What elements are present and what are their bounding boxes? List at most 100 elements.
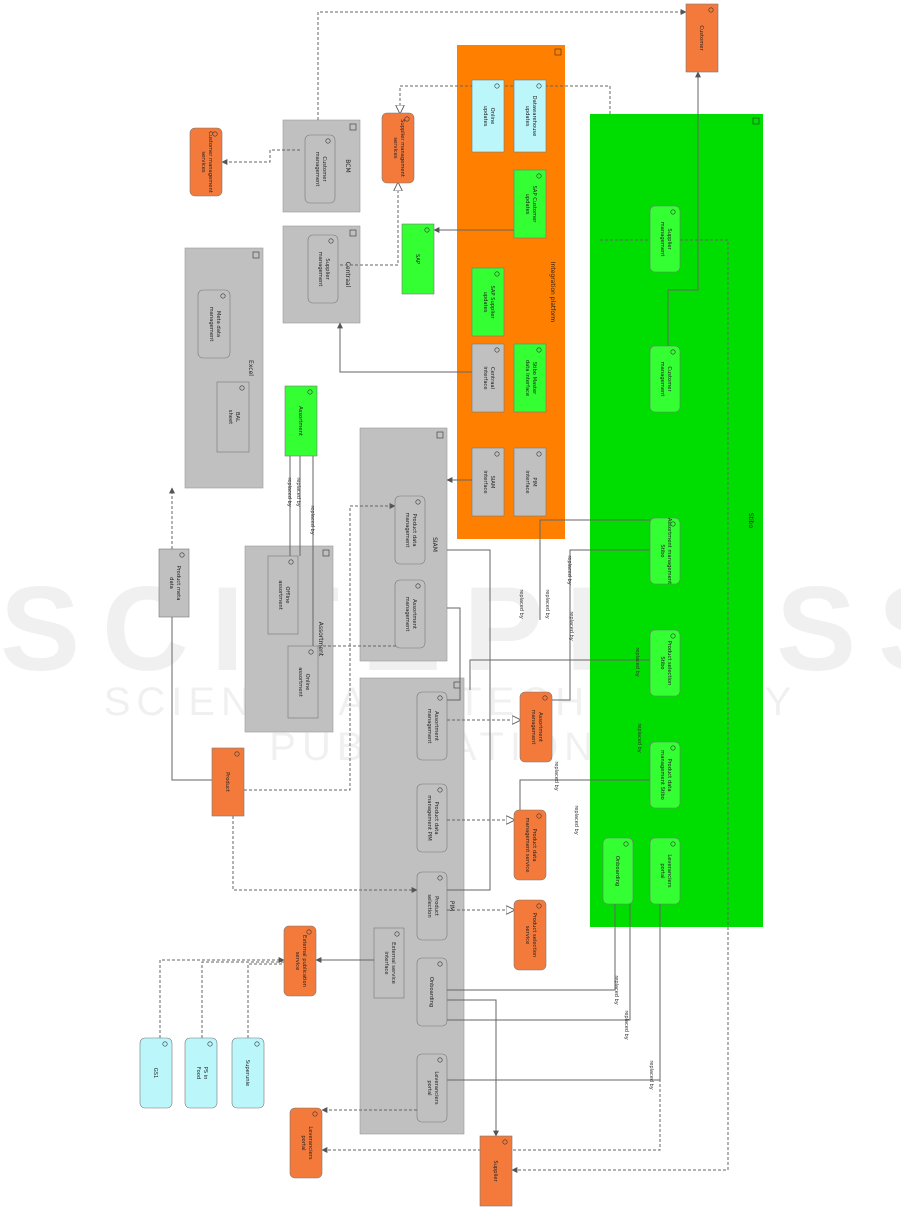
- connector: [447, 607, 461, 701]
- node-label: Stibo Masterdata interface: [524, 360, 537, 396]
- node-cen-sm: Suppliermanagement: [307, 234, 339, 304]
- node-pmd: Product metadata: [158, 548, 190, 618]
- element-icon: [670, 209, 676, 215]
- node-label: Supplier managementservices: [392, 119, 405, 177]
- node-label: BALsheet: [227, 410, 240, 424]
- node-label: Onlineupdates: [482, 106, 495, 127]
- edge-label-replaced-by: replaced by: [295, 477, 301, 506]
- node-stibo-master: Stibo Masterdata interface: [513, 343, 547, 413]
- element-icon: [494, 83, 500, 89]
- node-product: Product: [211, 747, 245, 817]
- node-label: Product datamanagement Stibo: [659, 750, 672, 800]
- element-icon: [437, 787, 443, 793]
- node-label: Product datamanagement PIM: [426, 795, 439, 841]
- connector: [337, 322, 472, 373]
- node-st-onb: Onboarding: [602, 837, 634, 905]
- element-icon: [404, 116, 410, 122]
- node-label: Customermanagement: [659, 362, 672, 397]
- node-gs1: GS1: [139, 1037, 173, 1109]
- node-assortment-obj: Assortment: [284, 385, 318, 457]
- element-icon: [234, 751, 240, 757]
- node-label: Datawarehouseupdates: [524, 96, 537, 137]
- node-label: Productselection: [426, 894, 439, 917]
- edge-label-replaced-by: replaced by: [518, 589, 524, 618]
- node-ps-food: PS inFood: [184, 1037, 218, 1109]
- node-label: Product datamanagement service: [524, 818, 537, 873]
- container-label-integration: Integration platform: [549, 262, 556, 323]
- element-icon: [308, 649, 314, 655]
- node-label: Onboarding: [614, 856, 620, 886]
- element-icon: [670, 745, 676, 751]
- node-lp-svc: Leveranciersportal: [289, 1107, 323, 1179]
- element-icon: [207, 1041, 213, 1047]
- node-sap: SAP: [401, 223, 435, 295]
- edge-label-replaced-by: replaced by: [553, 761, 559, 790]
- element-icon: [306, 929, 312, 935]
- node-label: Customer managementservices: [200, 131, 213, 193]
- element-icon: [536, 173, 542, 179]
- connector: [232, 816, 418, 893]
- node-bcm-cm: Customermanagement: [304, 134, 336, 204]
- connector: [221, 149, 300, 165]
- node-label: Assortmentmanagement: [530, 710, 543, 745]
- connector: [247, 963, 284, 1038]
- connector: [201, 961, 284, 1038]
- container-label-assortment-grp: Assortment: [317, 622, 324, 657]
- node-label: Customer: [698, 25, 704, 51]
- node-pim-lp: Leveranciersportal: [416, 1053, 448, 1123]
- node-pim-pdm: Product datamanagement PIM: [416, 783, 448, 853]
- node-pim-ext-if: External serviceinterface: [373, 927, 405, 999]
- node-supplier: Supplier: [479, 1135, 513, 1207]
- element-icon: [254, 1041, 260, 1047]
- connector: [552, 549, 650, 701]
- element-icon: [220, 293, 226, 299]
- element-icon: [670, 633, 676, 639]
- node-offline-ass: Offlineassortment: [267, 555, 299, 635]
- element-icon: [494, 271, 500, 277]
- connector: [447, 904, 661, 1081]
- node-online-upd: Onlineupdates: [471, 79, 505, 153]
- element-icon: [536, 903, 542, 909]
- node-ext-pub: External publicationservice: [283, 925, 317, 997]
- node-label: SIAMinterface: [482, 470, 495, 493]
- node-centraal-if: Centraalinterface: [471, 343, 505, 413]
- element-icon: [415, 499, 421, 505]
- node-meta-mgmt: Meta datamanagement: [197, 289, 231, 359]
- element-icon: [437, 1057, 443, 1063]
- node-st-lp: Leveranciersportal: [649, 837, 681, 905]
- node-label: Product: [224, 772, 230, 792]
- connector: [335, 183, 398, 266]
- element-icon: [437, 875, 443, 881]
- edge-label-replaced-by: replaced by: [309, 505, 315, 534]
- element-icon: [325, 138, 331, 144]
- container-label-centraal: Centraal: [344, 262, 351, 288]
- node-pim-if: PIMinterface: [513, 447, 547, 517]
- element-icon: [502, 1139, 508, 1145]
- element-icon: [437, 961, 443, 967]
- element-icon: [239, 385, 245, 391]
- node-label: Onlineassortment: [297, 667, 310, 697]
- element-icon: [494, 451, 500, 457]
- element-icon: [670, 841, 676, 847]
- node-online-ass: Onlineassortment: [287, 645, 319, 719]
- element-icon: [536, 813, 542, 819]
- node-label: Onboarding: [428, 977, 434, 1007]
- node-label: Assortment: [297, 406, 303, 436]
- edge-label-replaced-by: replaced by: [623, 1010, 629, 1039]
- element-icon: [536, 83, 542, 89]
- element-icon: [670, 349, 676, 355]
- node-am-svc: Assortmentmanagement: [519, 691, 553, 763]
- node-label: Superunie: [244, 1060, 250, 1086]
- edge-label-replaced-by: replaced by: [568, 611, 574, 640]
- element-icon: [536, 451, 542, 457]
- element-icon: [542, 695, 548, 701]
- element-icon: [179, 552, 185, 558]
- node-label: Product datamanagement: [404, 513, 417, 548]
- node-sap-cust: SAP Customerupdates: [513, 169, 547, 239]
- node-st-cm: Customermanagement: [649, 345, 681, 413]
- node-label: SAP Supplierupdates: [482, 285, 495, 319]
- element-icon: [494, 347, 500, 353]
- edge-label-replaced-by: replaced by: [544, 589, 550, 618]
- node-label: External publicationservice: [294, 935, 307, 987]
